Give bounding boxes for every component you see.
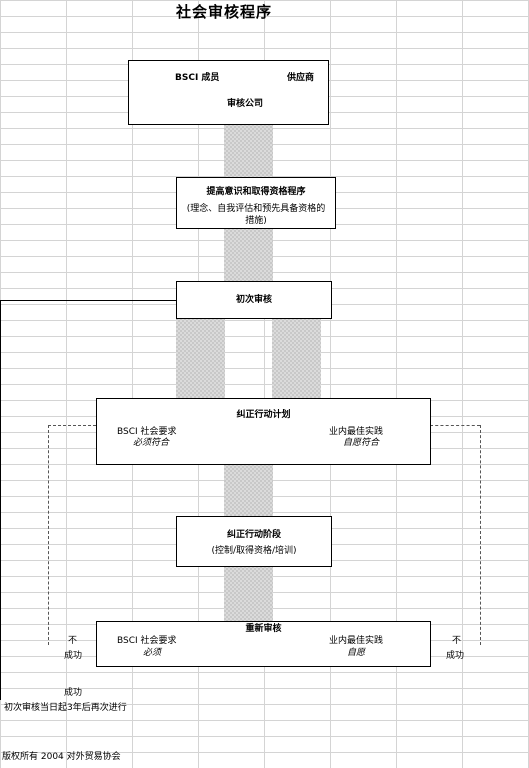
left-feedback-vertical: [0, 300, 1, 700]
reaudit-title: 重新审核: [245, 624, 282, 634]
fail-right-not: 不: [452, 636, 462, 646]
connector-qualification-to-initial: [224, 228, 273, 281]
connector-plan-to-stage: [224, 464, 273, 516]
corrective-stage-box: 纠正行动阶段 (控制/取得资格/培训): [176, 516, 332, 567]
reaudit-must: 必须: [143, 648, 162, 658]
reaudit-bsci-requirements: BSCI 社会要求: [117, 636, 177, 646]
reaudit-best-practice: 业内最佳实践: [329, 636, 384, 646]
qualification-box: 提高意识和取得资格程序 (理念、自我评估和预先具备资格的 措施): [176, 177, 336, 229]
fail-left-not: 不: [68, 636, 78, 646]
plan-must-comply: 必须符合: [133, 438, 170, 448]
audit-company-label: 审核公司: [227, 99, 264, 109]
plan-bsci-requirements: BSCI 社会要求: [117, 427, 177, 437]
fail-right-success: 成功: [446, 651, 465, 661]
corrective-stage-title: 纠正行动阶段: [226, 530, 281, 540]
left-loop-vertical: [48, 425, 49, 645]
qualification-title: 提高意识和取得资格程序: [206, 187, 306, 197]
corrective-plan-box: 纠正行动计划 BSCI 社会要求 必须符合 业内最佳实践 自愿符合: [96, 398, 431, 465]
bsci-members-label: BSCI 成员: [175, 73, 220, 83]
connector-top-to-qualification: [224, 124, 273, 177]
plan-voluntary: 自愿符合: [343, 438, 380, 448]
suppliers-label: 供应商: [287, 73, 315, 83]
reaudit-box: 重新审核 BSCI 社会要求 必须 业内最佳实践 自愿: [96, 621, 431, 667]
repeat-audit-note: 初次审核当日起3年后再次进行: [4, 703, 127, 713]
page-title: 社会审核程序: [176, 3, 273, 21]
success-label: 成功: [64, 688, 83, 698]
initial-audit-label: 初次审核: [235, 295, 272, 305]
connector-initial-left: [176, 318, 225, 398]
right-loop-top: [430, 425, 480, 426]
connector-initial-right: [272, 318, 321, 398]
connector-stage-to-reaudit: [224, 566, 273, 621]
initial-audit-box: 初次审核: [176, 281, 332, 319]
corrective-plan-title: 纠正行动计划: [236, 410, 291, 420]
right-loop-vertical: [480, 425, 481, 645]
reaudit-voluntary: 自愿: [347, 648, 366, 658]
plan-best-practice: 业内最佳实践: [329, 427, 384, 437]
corrective-stage-subtitle: (控制/取得资格/培训): [211, 546, 297, 556]
stakeholders-box: BSCI 成员 供应商 审核公司: [128, 60, 329, 125]
left-loop-top: [48, 425, 96, 426]
initial-audit-feedback-left: [0, 300, 176, 301]
copyright-note: 版权所有 2004 对外贸易协会: [2, 752, 121, 762]
fail-left-success: 成功: [64, 651, 83, 661]
qualification-line2: (理念、自我评估和预先具备资格的: [186, 204, 326, 214]
qualification-line3: 措施): [245, 216, 267, 226]
